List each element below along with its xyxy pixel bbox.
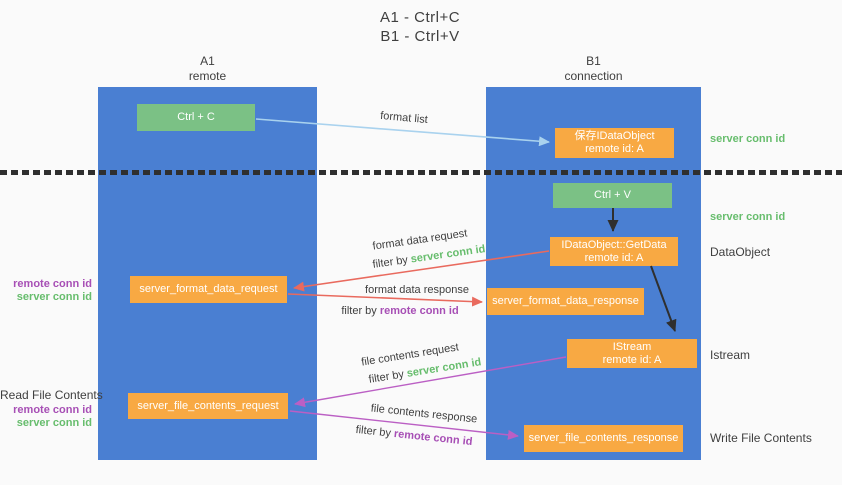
label-file-contents-response: file contents response [370,402,478,426]
node-file-request-label: server_file_contents_request [137,399,279,412]
node-ctrl-c-label: Ctrl + C [177,111,215,123]
node-save-idataobject-line1: 保存IDataObject [574,130,655,142]
node-getdata-line1: IDataObject::GetData [561,238,667,251]
label-write-file-contents: Write File Contents [710,431,812,445]
node-istream: IStream remote id: A [567,339,697,368]
node-ctrl-v: Ctrl + V [553,183,672,208]
node-istream-line2: remote id: A [602,353,662,366]
node-server-format-data-request: server_format_data_request [130,276,287,303]
remote-conn-id-text: remote conn id [379,305,459,317]
filter-by-text: filter by [367,367,408,386]
node-format-request-label: server_format_data_request [139,283,278,295]
node-format-response-label: server_format_data_response [492,295,639,307]
label-server-conn-id-top-right: server conn id [710,133,786,145]
label-format-data-response: format data response [365,284,469,296]
label-dataobject: DataObject [710,245,771,259]
lifeline-b1-role: connection [564,69,623,83]
lifeline-header-b1: B1 connection [486,54,701,84]
node-save-idataobject: 保存IDataObject remote id: A [555,128,674,158]
node-idataobject-getdata: IDataObject::GetData remote id: A [550,237,678,266]
label-filter-by-remote-conn-id-1: filter by remote conn id [341,305,458,317]
node-server-file-contents-request: server_file_contents_request [128,393,288,419]
lifeline-a1-role: remote [188,69,227,83]
label-filter-by-remote-conn-id-2: filter by remote conn id [355,424,473,448]
label-server-conn-id-top-left: server conn id [16,291,92,303]
title-line-1: A1 - Ctrl+C [379,9,461,26]
title-line-2: B1 - Ctrl+V [380,28,460,45]
node-ctrl-v-label: Ctrl + V [594,189,631,201]
node-getdata-line2: remote id: A [584,251,644,264]
label-conn-ids-format: remote conn id server conn id [0,278,92,304]
lifeline-a1-name: A1 [200,54,215,68]
label-read-file-contents: Read File Contents [0,388,103,402]
filter-by-text: filter by [341,305,380,317]
label-istream: Istream [710,348,751,362]
node-istream-line1: IStream [612,340,652,353]
server-conn-id-text: server conn id [409,243,487,266]
label-format-list: format list [379,109,429,127]
filter-by-text: filter by [371,253,412,271]
node-file-response-label: server_file_contents_response [528,432,679,444]
label-remote-conn-id-bottom-left: remote conn id [13,404,92,416]
label-server-conn-id-mid-right: server conn id [710,211,786,223]
node-server-file-contents-response: server_file_contents_response [524,425,683,452]
node-ctrl-c: Ctrl + C [137,104,255,131]
lifeline-header-a1: A1 remote [98,54,317,84]
label-server-conn-id-bottom-left: server conn id [16,417,92,429]
label-remote-conn-id-top-left: remote conn id [13,278,92,290]
label-conn-ids-file: remote conn id server conn id [0,404,92,430]
node-save-idataobject-line2: remote id: A [585,143,644,155]
lifeline-b1-name: B1 [586,54,601,68]
node-server-format-data-response: server_format_data_response [487,288,644,315]
diagram-title: A1 - Ctrl+C B1 - Ctrl+V [280,8,560,46]
dotted-divider-line [0,170,842,175]
remote-conn-id-text: remote conn id [393,427,473,449]
filter-by-text: filter by [355,423,395,440]
